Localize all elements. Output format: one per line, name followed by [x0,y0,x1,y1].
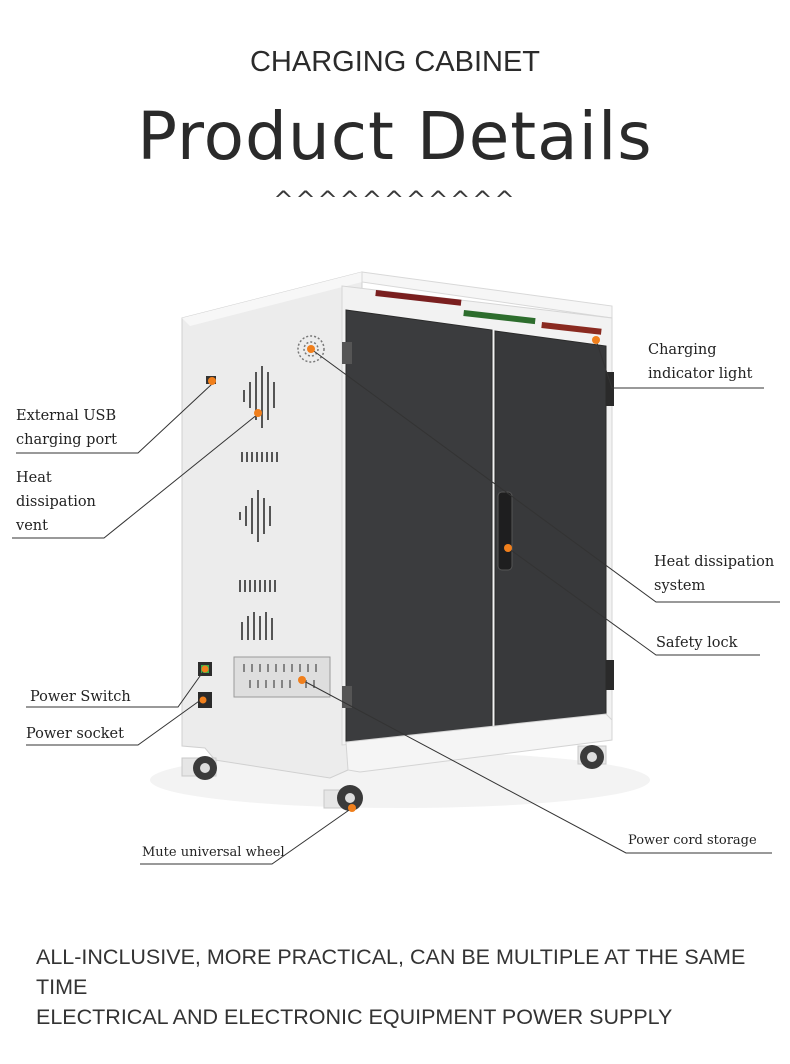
leader-safety-lock [507,547,760,656]
cord-storage-panel [233,656,331,698]
left-door [345,309,493,743]
leader-power-switch [26,668,206,708]
side-slots-1 [241,452,278,462]
label-usb-port-line1: External USB [16,408,117,424]
cabinet-base [345,713,613,773]
wheel-right [577,745,607,769]
marker-power-switch [201,665,209,673]
label-usb-port: External USB charging port [16,404,117,452]
label-safety-lock: Safety lock [656,635,738,651]
label-power-socket: Power socket [26,726,124,742]
fan-grille [297,335,325,363]
marker-power-socket [199,696,207,704]
marker-usb-port [208,377,216,385]
label-charging-indicator: Charging indicator light [648,338,752,386]
leader-usb-port [16,383,213,454]
label-power-switch: Power Switch [30,689,131,705]
label-charging-indicator-line1: Charging [648,342,717,358]
side-vent-upper [243,366,275,428]
leader-wheel [140,807,353,865]
label-heat-system: Heat dissipation system [654,550,774,598]
side-vent-middle [239,490,271,542]
label-vent-line3: vent [16,518,48,534]
marker-wheel [348,804,356,812]
leader-heat-system [310,348,780,603]
caret-decoration: ^^^^^^^^^^^ [273,186,517,214]
footer-line2: ELECTRICAL AND ELECTRONIC EQUIPMENT POWE… [36,1005,673,1029]
side-slots-2 [239,580,276,592]
leader-power-cord [301,679,772,854]
page-title: Product Details [137,98,653,175]
marker-dots [199,336,600,812]
indicator-strips [375,290,602,335]
door-handle [497,491,513,571]
marker-charging-indicator [592,336,600,344]
footer-tagline: ALL-INCLUSIVE, MORE PRACTICAL, CAN BE MU… [36,942,776,1032]
leader-charging-indicator [595,339,764,389]
leader-lines [12,339,780,865]
wheel-left [181,756,217,780]
label-heat-system-line1: Heat dissipation [654,554,775,570]
label-usb-port-line2: charging port [16,432,117,448]
label-heat-system-line2: system [654,578,706,594]
marker-heat-system [307,345,315,353]
label-vent: Heat dissipation vent [16,466,96,538]
wheel-front [323,785,363,811]
marker-vent [254,409,262,417]
label-vent-line1: Heat [16,470,52,486]
label-vent-line2: dissipation [16,494,96,510]
leader-vent [12,413,259,539]
leader-power-socket [26,698,203,746]
label-charging-indicator-line2: indicator light [648,366,753,382]
side-vent-lower [241,612,273,640]
product-subtitle: CHARGING CABINET [249,46,541,78]
marker-power-cord [298,676,306,684]
label-wheel: Mute universal wheel [142,845,285,860]
footer-line1: ALL-INCLUSIVE, MORE PRACTICAL, CAN BE MU… [36,945,746,999]
marker-safety-lock [504,544,512,552]
label-power-cord: Power cord storage [628,833,757,848]
